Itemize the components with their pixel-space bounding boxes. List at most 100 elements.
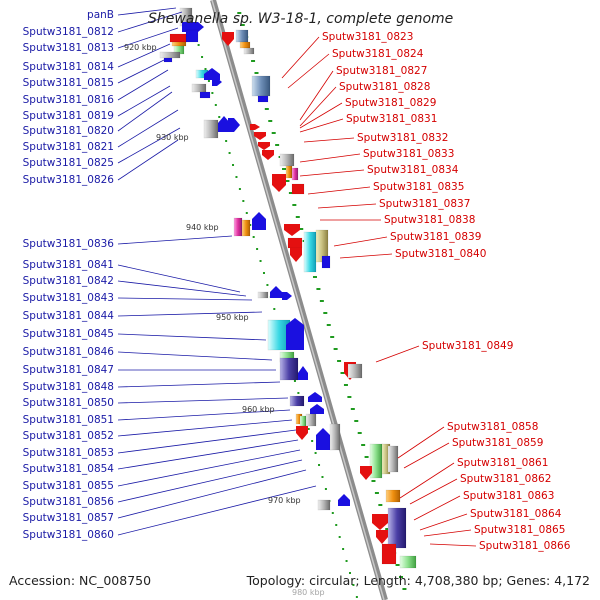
gene-feature-44[interactable] xyxy=(286,318,304,350)
gene-feature-11[interactable] xyxy=(243,47,255,55)
gene-feature-19[interactable] xyxy=(203,119,219,139)
gene-feature-49[interactable] xyxy=(347,363,363,379)
gene-label-sputw3181-0812[interactable]: Sputw3181_0812 xyxy=(23,26,114,38)
gene-label-sputw3181-0814[interactable]: Sputw3181_0814 xyxy=(23,61,115,73)
gene-feature-8[interactable] xyxy=(222,32,234,46)
gene-feature-30[interactable] xyxy=(291,183,305,195)
gene-feature-39[interactable] xyxy=(321,255,331,269)
gene-feature-35[interactable] xyxy=(287,237,303,249)
gene-label-sputw3181-0843[interactable]: Sputw3181_0843 xyxy=(23,292,114,304)
gene-feature-68[interactable] xyxy=(376,530,388,544)
gene-feature-14[interactable] xyxy=(212,78,222,86)
gene-feature-18[interactable] xyxy=(257,95,269,103)
gene-feature-29[interactable] xyxy=(272,174,286,192)
gene-feature-22[interactable] xyxy=(250,124,260,130)
gene-label-sputw3181-0837[interactable]: Sputw3181_0837 xyxy=(379,198,470,210)
gene-label-sputw3181-0860[interactable]: Sputw3181_0860 xyxy=(23,529,114,541)
gene-label-sputw3181-0829[interactable]: Sputw3181_0829 xyxy=(345,97,436,109)
gene-feature-57[interactable] xyxy=(316,428,330,450)
gene-feature-69[interactable] xyxy=(381,543,397,565)
gene-feature-47[interactable] xyxy=(298,366,308,380)
gene-label-sputw3181-0832[interactable]: Sputw3181_0832 xyxy=(357,132,448,144)
gene-feature-21[interactable] xyxy=(228,118,240,132)
gene-label-sputw3181-0813[interactable]: Sputw3181_0813 xyxy=(23,42,114,54)
gene-label-sputw3181-0827[interactable]: Sputw3181_0827 xyxy=(336,65,427,77)
gene-feature-65[interactable] xyxy=(338,494,350,506)
gene-label-sputw3181-0844[interactable]: Sputw3181_0844 xyxy=(23,310,115,322)
gene-feature-50[interactable] xyxy=(289,395,305,407)
gene-label-sputw3181-0823[interactable]: Sputw3181_0823 xyxy=(322,31,413,43)
gene-feature-61[interactable] xyxy=(387,445,399,473)
gene-label-sputw3181-0851[interactable]: Sputw3181_0851 xyxy=(23,414,114,426)
gene-label-sputw3181-0839[interactable]: Sputw3181_0839 xyxy=(390,231,481,243)
gene-feature-20[interactable] xyxy=(218,116,230,132)
gene-feature-56[interactable] xyxy=(296,426,308,440)
gene-feature-40[interactable] xyxy=(257,291,269,299)
gene-feature-17[interactable] xyxy=(251,75,271,97)
gene-label-sputw3181-0821[interactable]: Sputw3181_0821 xyxy=(23,141,114,153)
gene-label-sputw3181-0852[interactable]: Sputw3181_0852 xyxy=(23,430,114,442)
gene-label-sputw3181-0856[interactable]: Sputw3181_0856 xyxy=(23,496,115,508)
gene-feature-31[interactable] xyxy=(233,217,243,237)
gene-feature-51[interactable] xyxy=(308,392,322,402)
gene-label-sputw3181-0840[interactable]: Sputw3181_0840 xyxy=(395,248,486,260)
gene-label-sputw3181-0841[interactable]: Sputw3181_0841 xyxy=(23,259,114,271)
gene-feature-16[interactable] xyxy=(199,91,211,99)
gene-label-sputw3181-0861[interactable]: Sputw3181_0861 xyxy=(457,457,548,469)
gene-feature-3[interactable] xyxy=(169,33,187,43)
gene-label-sputw3181-0853[interactable]: Sputw3181_0853 xyxy=(23,447,114,459)
gene-label-sputw3181-0828[interactable]: Sputw3181_0828 xyxy=(339,81,430,93)
gene-feature-27[interactable] xyxy=(285,165,293,179)
gene-feature-62[interactable] xyxy=(360,466,372,480)
gene-label-sputw3181-0833[interactable]: Sputw3181_0833 xyxy=(363,148,454,160)
gene-feature-7[interactable] xyxy=(163,57,173,63)
gene-label-sputw3181-0831[interactable]: Sputw3181_0831 xyxy=(346,113,437,125)
gene-label-sputw3181-0825[interactable]: Sputw3181_0825 xyxy=(23,157,114,169)
gene-label-sputw3181-0826[interactable]: Sputw3181_0826 xyxy=(23,174,115,186)
gene-label-sputw3181-0820[interactable]: Sputw3181_0820 xyxy=(23,125,114,137)
gene-feature-34[interactable] xyxy=(284,224,300,236)
gene-feature-10[interactable] xyxy=(239,41,251,49)
gene-feature-70[interactable] xyxy=(399,555,417,569)
gene-label-sputw3181-0838[interactable]: Sputw3181_0838 xyxy=(384,214,475,226)
gene-feature-54[interactable] xyxy=(299,415,307,427)
gene-label-sputw3181-0849[interactable]: Sputw3181_0849 xyxy=(422,340,513,352)
gene-label-sputw3181-0836[interactable]: Sputw3181_0836 xyxy=(23,238,115,250)
gene-feature-41[interactable] xyxy=(270,286,282,298)
gene-feature-36[interactable] xyxy=(290,248,302,262)
gene-label-sputw3181-0845[interactable]: Sputw3181_0845 xyxy=(23,328,114,340)
gene-feature-23[interactable] xyxy=(254,132,266,140)
gene-feature-64[interactable] xyxy=(317,499,331,511)
gene-label-sputw3181-0864[interactable]: Sputw3181_0864 xyxy=(470,508,562,520)
gene-label-sputw3181-0846[interactable]: Sputw3181_0846 xyxy=(23,346,115,358)
gene-feature-4[interactable] xyxy=(171,41,187,47)
gene-feature-15[interactable] xyxy=(191,83,207,93)
gene-feature-66[interactable] xyxy=(372,514,388,530)
gene-label-sputw3181-0815[interactable]: Sputw3181_0815 xyxy=(23,77,114,89)
gene-label-sputw3181-0816[interactable]: Sputw3181_0816 xyxy=(23,94,115,106)
gene-label-sputw3181-0835[interactable]: Sputw3181_0835 xyxy=(373,181,464,193)
gene-label-sputw3181-0865[interactable]: Sputw3181_0865 xyxy=(474,524,565,536)
gene-feature-9[interactable] xyxy=(235,29,249,43)
gene-label-sputw3181-0866[interactable]: Sputw3181_0866 xyxy=(479,540,571,552)
gene-label-sputw3181-0848[interactable]: Sputw3181_0848 xyxy=(23,381,114,393)
gene-label-sputw3181-0819[interactable]: Sputw3181_0819 xyxy=(23,110,114,122)
gene-feature-26[interactable] xyxy=(279,153,295,167)
gene-label-sputw3181-0824[interactable]: Sputw3181_0824 xyxy=(332,48,424,60)
gene-label-sputw3181-0850[interactable]: Sputw3181_0850 xyxy=(23,397,114,409)
gene-label-sputw3181-0863[interactable]: Sputw3181_0863 xyxy=(463,490,554,502)
gene-feature-37[interactable] xyxy=(303,231,317,273)
gene-feature-2[interactable] xyxy=(185,29,199,43)
gene-feature-52[interactable] xyxy=(310,404,324,414)
gene-label-sputw3181-0847[interactable]: Sputw3181_0847 xyxy=(23,364,114,376)
gene-label-sputw3181-0862[interactable]: Sputw3181_0862 xyxy=(460,473,551,485)
gene-feature-28[interactable] xyxy=(291,167,299,181)
gene-feature-24[interactable] xyxy=(258,142,270,150)
gene-feature-13[interactable] xyxy=(204,68,220,80)
gene-label-sputw3181-0859[interactable]: Sputw3181_0859 xyxy=(452,437,543,449)
gene-feature-67[interactable] xyxy=(387,507,407,549)
gene-label-sputw3181-0857[interactable]: Sputw3181_0857 xyxy=(23,512,114,524)
gene-label-sputw3181-0842[interactable]: Sputw3181_0842 xyxy=(23,275,114,287)
gene-label-panb[interactable]: panB xyxy=(87,9,114,21)
gene-label-sputw3181-0855[interactable]: Sputw3181_0855 xyxy=(23,480,114,492)
